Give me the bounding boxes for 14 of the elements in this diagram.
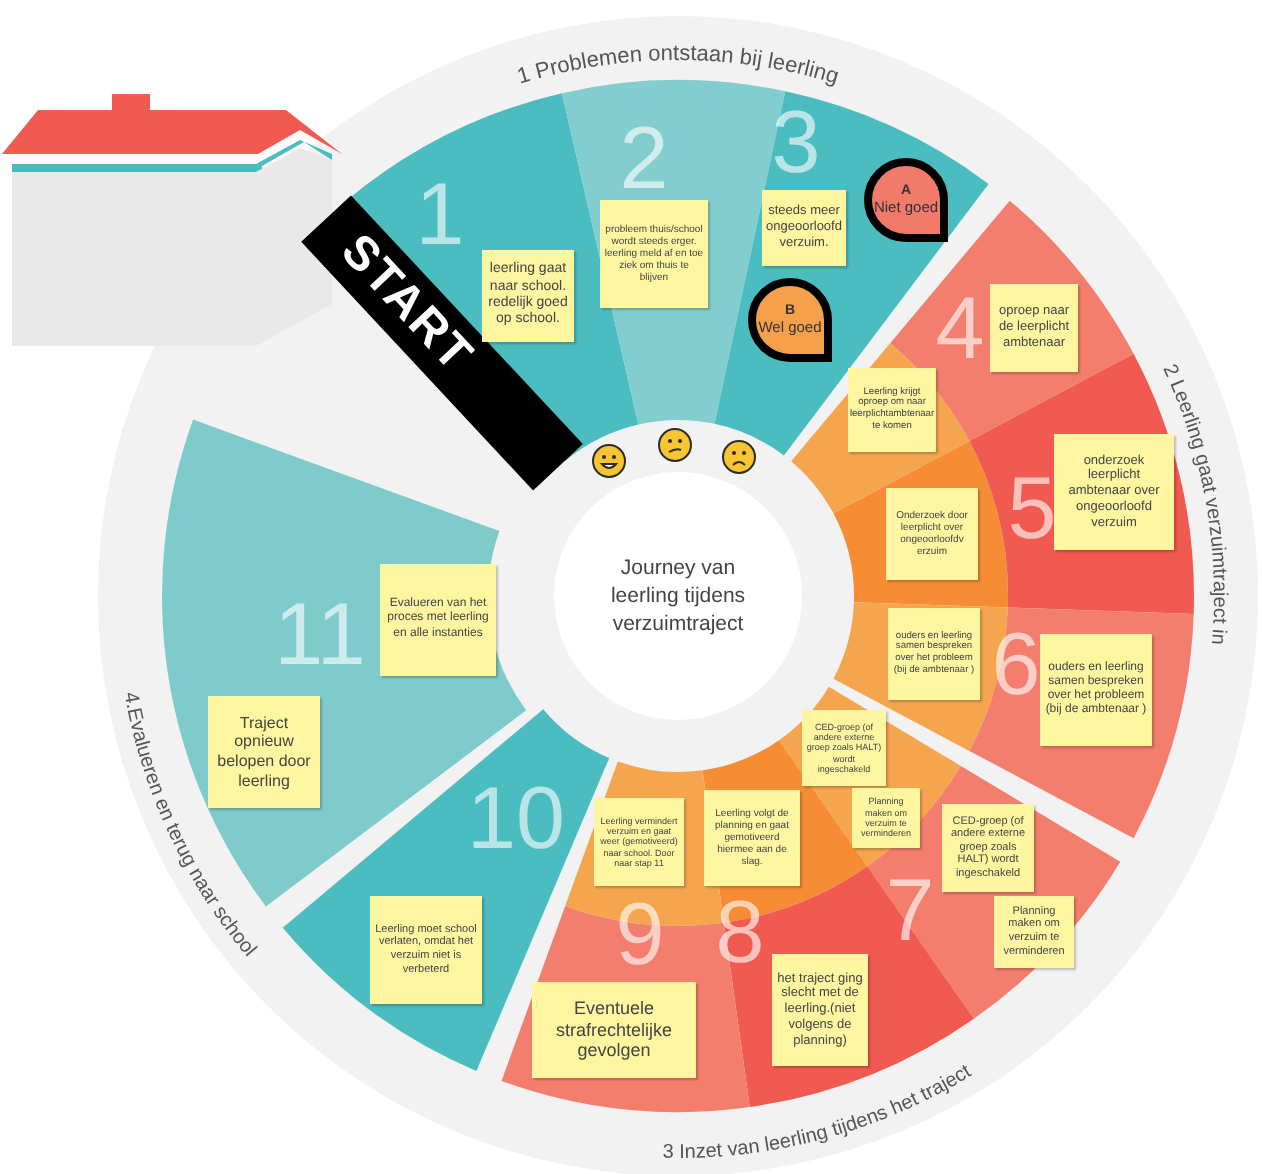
step-number: 4 <box>935 286 985 374</box>
step-number: 8 <box>715 890 765 978</box>
sticky-note: Eventuele strafrechtelijke gevolgen <box>532 982 696 1078</box>
center-title: Journey van leerling tijdens verzuimtraject <box>608 553 748 639</box>
step-number: 11 <box>274 592 366 680</box>
step-number: 3 <box>771 100 821 188</box>
step-number: 7 <box>885 868 935 956</box>
ring-title: 1 Problemen ontstaan bij leerling <box>514 41 842 90</box>
step-number: 5 <box>1007 466 1057 554</box>
step-number: 2 <box>619 116 669 204</box>
step-number: 6 <box>991 622 1041 710</box>
step-number: 10 <box>467 776 565 864</box>
sticky-note: Traject opnieuw belopen door leerling <box>208 696 320 808</box>
step-number: 9 <box>615 892 665 980</box>
